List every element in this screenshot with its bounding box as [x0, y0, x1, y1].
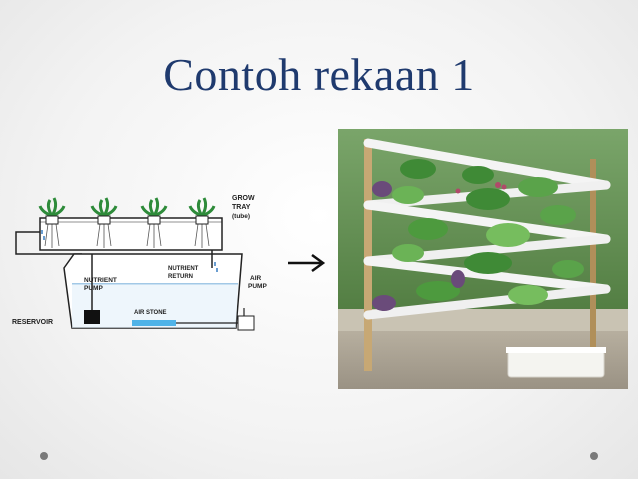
slide-bullet-right	[590, 452, 598, 460]
grow-tray-label-3: (tube)	[232, 213, 250, 220]
nutrient-pump-label: NUTRIENT	[84, 277, 117, 284]
nutrient-return-label: NUTRIENT	[168, 266, 199, 272]
nutrient-pump-label-2: PUMP	[84, 285, 103, 292]
right-arrow-icon	[288, 253, 326, 273]
air-pump-label: AIR	[250, 275, 262, 282]
grow-tray-label: GROW	[232, 195, 255, 202]
air-stone-label: AIR STONE	[134, 310, 167, 316]
plant-icon	[38, 197, 66, 248]
plant-icon	[140, 197, 168, 248]
grow-tray-label-2: TRAY	[232, 204, 251, 211]
reservoir-label: RESERVOIR	[12, 319, 53, 326]
plant-icon	[90, 197, 118, 248]
slide-title: Contoh rekaan 1	[163, 49, 475, 100]
nutrient-return-label-2: RETURN	[168, 274, 193, 280]
air-pump-label-2: PUMP	[248, 283, 267, 290]
hydroponics-diagram: GROW TRAY (tube) NUTRIENT PUMP NUTRIENT …	[12, 195, 267, 331]
slide-bullet-left	[40, 452, 48, 460]
plant-icon	[188, 197, 216, 248]
vertical-garden-photo	[338, 129, 628, 389]
